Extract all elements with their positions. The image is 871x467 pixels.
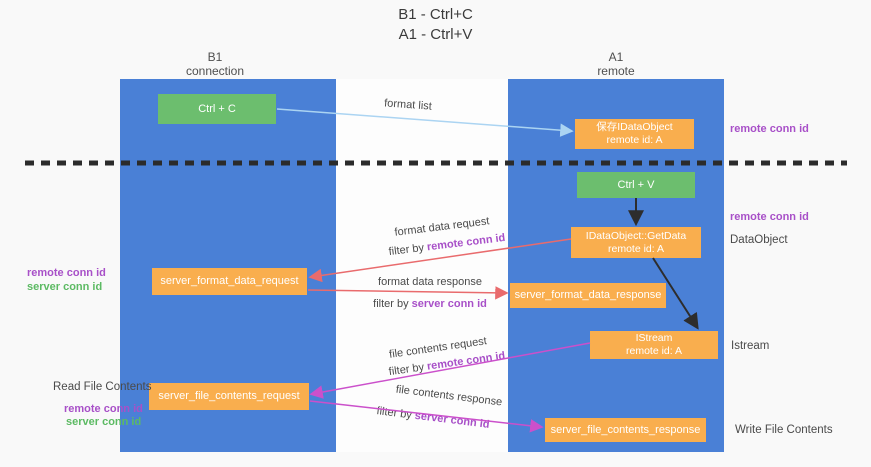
remote-conn-id-annotation-left2: remote conn id — [64, 403, 143, 415]
server-conn-id-text: server conn id — [411, 298, 487, 310]
save-idataobject-line2: remote id: A — [606, 134, 663, 146]
filter-by-text: filter by — [373, 298, 412, 310]
ctrl-c-label: Ctrl + C — [198, 102, 236, 115]
idataobject-getdata-box: IDataObject::GetData remote id: A — [571, 227, 701, 258]
save-idataobject-box: 保存IDataObject remote id: A — [575, 119, 694, 149]
server-file-contents-request-label: server_file_contents_request — [158, 390, 300, 402]
idataobject-getdata-line2: remote id: A — [607, 242, 665, 255]
server-format-data-response-box: server_format_data_response — [510, 283, 666, 308]
server-file-contents-response-label: server_file_contents_response — [550, 423, 701, 436]
format-data-response-label: format data response — [378, 276, 482, 288]
diagram-title: B1 - Ctrl+C A1 - Ctrl+V — [0, 5, 871, 45]
column-b1-role: connection — [185, 63, 245, 78]
remote-conn-id-annotation-top: remote conn id — [730, 123, 809, 135]
server-file-contents-request-box: server_file_contents_request — [149, 383, 309, 410]
remote-conn-id-annotation-mid: remote conn id — [730, 211, 809, 223]
save-idataobject-line1: 保存IDataObject — [596, 121, 673, 133]
column-a1-name: A1 — [608, 50, 624, 64]
server-conn-id-annotation-left1: server conn id — [27, 281, 103, 293]
title-line-2: A1 - Ctrl+V — [398, 26, 473, 43]
dataobject-annotation: DataObject — [730, 234, 788, 246]
remote-conn-id-annotation-left1: remote conn id — [27, 267, 106, 279]
column-header-b1: B1 connection — [125, 50, 305, 78]
istream-line2: remote id: A — [625, 345, 683, 357]
column-a1-role: remote — [597, 63, 635, 78]
server-conn-id-annotation-left2: server conn id — [66, 416, 142, 428]
ctrl-v-box: Ctrl + V — [577, 172, 695, 198]
write-file-contents-annotation: Write File Contents — [735, 424, 833, 436]
column-header-a1: A1 remote — [526, 50, 706, 78]
ctrl-v-label: Ctrl + V — [617, 178, 655, 191]
ctrl-c-box: Ctrl + C — [158, 94, 276, 124]
read-file-contents-annotation: Read File Contents — [53, 381, 152, 393]
column-b1-name: B1 — [207, 50, 223, 64]
server-file-contents-response-box: server_file_contents_response — [545, 418, 706, 442]
server-format-data-request-box: server_format_data_request — [152, 268, 307, 295]
idataobject-getdata-line1: IDataObject::GetData — [585, 229, 687, 242]
format-data-response-filter-label: filter by server conn id — [340, 298, 520, 310]
server-format-data-request-label: server_format_data_request — [160, 275, 299, 287]
istream-annotation: Istream — [731, 340, 770, 352]
server-format-data-response-label: server_format_data_response — [514, 289, 662, 301]
istream-line1: IStream — [635, 332, 673, 344]
istream-box: IStream remote id: A — [590, 331, 718, 359]
title-line-1: B1 - Ctrl+C — [398, 6, 473, 23]
